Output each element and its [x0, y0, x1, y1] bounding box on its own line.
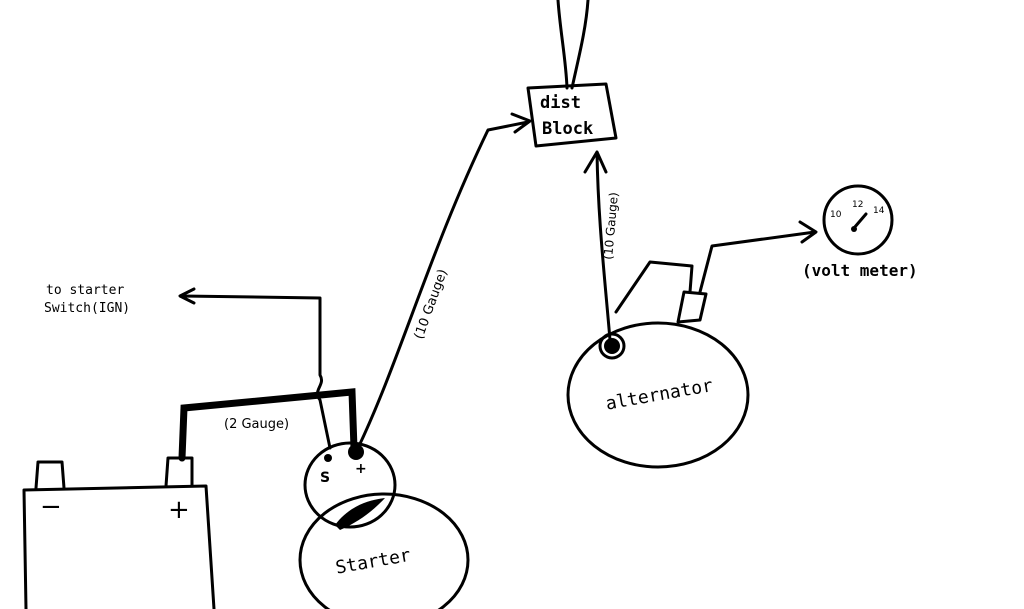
top-wire-loop: [556, 0, 590, 90]
dist-block-label-2: Block: [542, 119, 593, 139]
volt-meter-tick-14: 14: [873, 206, 885, 216]
battery-negative: −: [40, 492, 62, 522]
starter-switch-label-2: Switch(IGN): [44, 301, 130, 316]
volt-meter: 10 12 14 (volt meter): [802, 184, 918, 280]
starter-s-terminal: S: [320, 470, 330, 486]
battery-cable: [178, 388, 358, 462]
volt-meter-tick-10: 10: [830, 210, 842, 220]
starter: S + Starter: [298, 441, 470, 609]
starter-positive-terminal: +: [355, 461, 367, 477]
wire-to-voltmeter: [698, 220, 818, 294]
wire-gauge-label: (10 Gauge): [412, 267, 451, 341]
wire-dist-to-starter: [356, 112, 532, 450]
battery: − +: [22, 456, 216, 609]
volt-meter-label: (volt meter): [802, 261, 918, 280]
battery-positive: +: [168, 495, 190, 525]
battery-cable-label: (2 Gauge): [224, 417, 289, 432]
wire-to-starter-switch: [178, 287, 332, 450]
alternator: alternator: [566, 260, 750, 469]
starter-label: Starter: [334, 545, 413, 579]
wire-gauge-label-2: (10 Gauge): [601, 192, 621, 261]
dist-block: dist Block: [526, 82, 618, 148]
dist-block-label-1: dist: [540, 93, 581, 113]
alternator-label: alternator: [604, 375, 715, 415]
starter-switch-label-1: to starter: [46, 283, 124, 298]
volt-meter-tick-12: 12: [852, 200, 863, 210]
wire-alternator-to-dist: [583, 150, 612, 342]
